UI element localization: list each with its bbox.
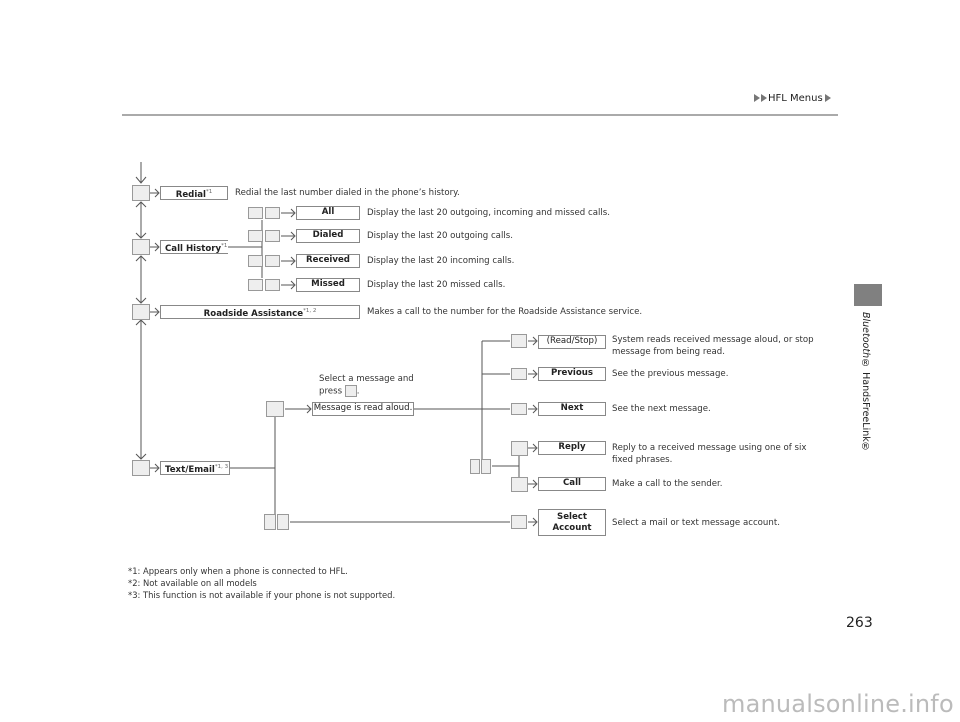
next-description: See the next message.: [612, 404, 711, 414]
call-history-all-description: Display the last 20 outgoing, incoming a…: [367, 208, 610, 218]
section-tab-marker: [854, 284, 882, 306]
phone-button-icon: [511, 441, 528, 456]
select-hint-end: .: [356, 386, 360, 397]
call-history-label: Call History: [165, 244, 222, 254]
select-account-option[interactable]: Select Account: [538, 509, 606, 536]
call-description: Make a call to the sender.: [612, 479, 723, 489]
breadcrumb-arrow-icon: [754, 94, 760, 102]
footnote-1: *1: Appears only when a phone is connect…: [128, 566, 348, 576]
arrow-down-icon: [135, 453, 147, 460]
call-history-missed[interactable]: Missed: [296, 278, 360, 292]
breadcrumb: HFL Menus: [754, 93, 832, 104]
dial-left-icon: [248, 207, 263, 219]
breadcrumb-arrow-icon: [824, 94, 831, 102]
section-title-rest: ® HandsFreeLink®: [860, 358, 871, 453]
page-number: 263: [846, 615, 873, 631]
phone-button-icon: [132, 304, 150, 320]
redial-menu-item[interactable]: Redial*1: [160, 186, 228, 200]
breadcrumb-label: HFL Menus: [768, 93, 823, 104]
roadside-assistance-menu-item[interactable]: Roadside Assistance*1, 2: [160, 305, 360, 319]
enter-knob-icon: [344, 385, 357, 397]
dial-right-icon: [265, 230, 280, 242]
section-title: Bluetooth® HandsFreeLink®: [860, 312, 871, 453]
dial-down-icon: [481, 459, 491, 474]
dial-left-icon: [248, 279, 263, 291]
footnote-3: *3: This function is not available if yo…: [128, 590, 396, 600]
enter-knob-icon: [511, 334, 527, 348]
previous-description: See the previous message.: [612, 369, 729, 379]
footnote-2: *2: Not available on all models: [128, 578, 257, 588]
call-history-menu-item[interactable]: Call History*1: [160, 240, 228, 254]
phone-button-icon: [132, 239, 150, 255]
call-history-all[interactable]: All: [296, 206, 360, 220]
phone-button-icon: [132, 185, 150, 201]
previous-option[interactable]: Previous: [538, 367, 606, 381]
footnote-ref: *1, 2: [303, 308, 317, 314]
footnote-ref: *1: [206, 189, 213, 195]
dial-right-icon: [265, 279, 280, 291]
dial-right-icon: [265, 255, 280, 267]
arrow-up-icon: [135, 319, 147, 326]
select-account-description: Select a mail or text message account.: [612, 518, 780, 528]
footnote-ref: *1, 3: [214, 464, 229, 470]
select-account-line1: Select: [557, 512, 587, 522]
read-stop-option[interactable]: (Read/Stop): [538, 335, 606, 349]
arrow-down-icon: [135, 297, 147, 304]
arrow-up-icon: [135, 201, 147, 208]
arrow-down-icon: [135, 176, 147, 184]
dial-left-icon: [511, 368, 527, 380]
reply-option[interactable]: Reply: [538, 441, 606, 455]
text-email-menu-item[interactable]: Text/Email*1, 3: [160, 461, 230, 475]
roadside-label: Roadside Assistance: [203, 309, 304, 319]
reply-description: Reply to a received message using one of…: [612, 442, 806, 466]
select-hint-line1: Select a message and: [319, 374, 414, 384]
select-message-hint: Select a message and press .: [319, 373, 414, 398]
call-history-dialed[interactable]: Dialed: [296, 229, 360, 243]
call-history-dialed-description: Display the last 20 outgoing calls.: [367, 231, 513, 241]
arrow-down-icon: [135, 232, 147, 239]
select-account-line2: Account: [552, 523, 592, 533]
roadside-description: Makes a call to the number for the Roads…: [367, 307, 643, 317]
dial-right-icon: [511, 403, 527, 415]
redial-label: Redial: [175, 190, 207, 200]
enter-knob-icon: [511, 515, 527, 529]
call-option[interactable]: Call: [538, 477, 606, 491]
call-history-missed-description: Display the last 20 missed calls.: [367, 280, 506, 290]
dial-left-icon: [248, 255, 263, 267]
redial-description: Redial the last number dialed in the pho…: [235, 188, 460, 198]
breadcrumb-arrow-icon: [761, 94, 767, 102]
select-hint-line2: press: [319, 386, 343, 397]
read-stop-desc-line2: message from being read.: [612, 347, 725, 357]
read-stop-description: System reads received message aloud, or …: [612, 334, 814, 358]
dial-down-icon: [277, 514, 289, 530]
reply-desc-line2: fixed phrases.: [612, 455, 673, 465]
read-stop-desc-line1: System reads received message aloud, or …: [612, 335, 814, 345]
call-history-received[interactable]: Received: [296, 254, 360, 268]
header-rule: [122, 114, 838, 116]
text-email-label: Text/Email: [165, 465, 215, 475]
footnote-ref: *1: [221, 243, 228, 249]
reply-desc-line1: Reply to a received message using one of…: [612, 443, 807, 453]
dial-right-icon: [265, 207, 280, 219]
dial-up-icon: [264, 514, 276, 530]
call-history-received-description: Display the last 20 incoming calls.: [367, 256, 515, 266]
section-title-italic: Bluetooth: [860, 312, 871, 359]
phone-button-icon: [511, 477, 528, 492]
dial-left-icon: [248, 230, 263, 242]
dial-up-icon: [470, 459, 480, 474]
message-read-aloud-box: Message is read aloud.: [312, 402, 414, 416]
footnotes: *1: Appears only when a phone is connect…: [128, 565, 395, 601]
watermark: manualsonline.info: [722, 690, 954, 718]
phone-button-icon: [266, 401, 284, 417]
phone-button-icon: [132, 460, 150, 476]
arrow-up-icon: [135, 255, 147, 262]
next-option[interactable]: Next: [538, 402, 606, 416]
